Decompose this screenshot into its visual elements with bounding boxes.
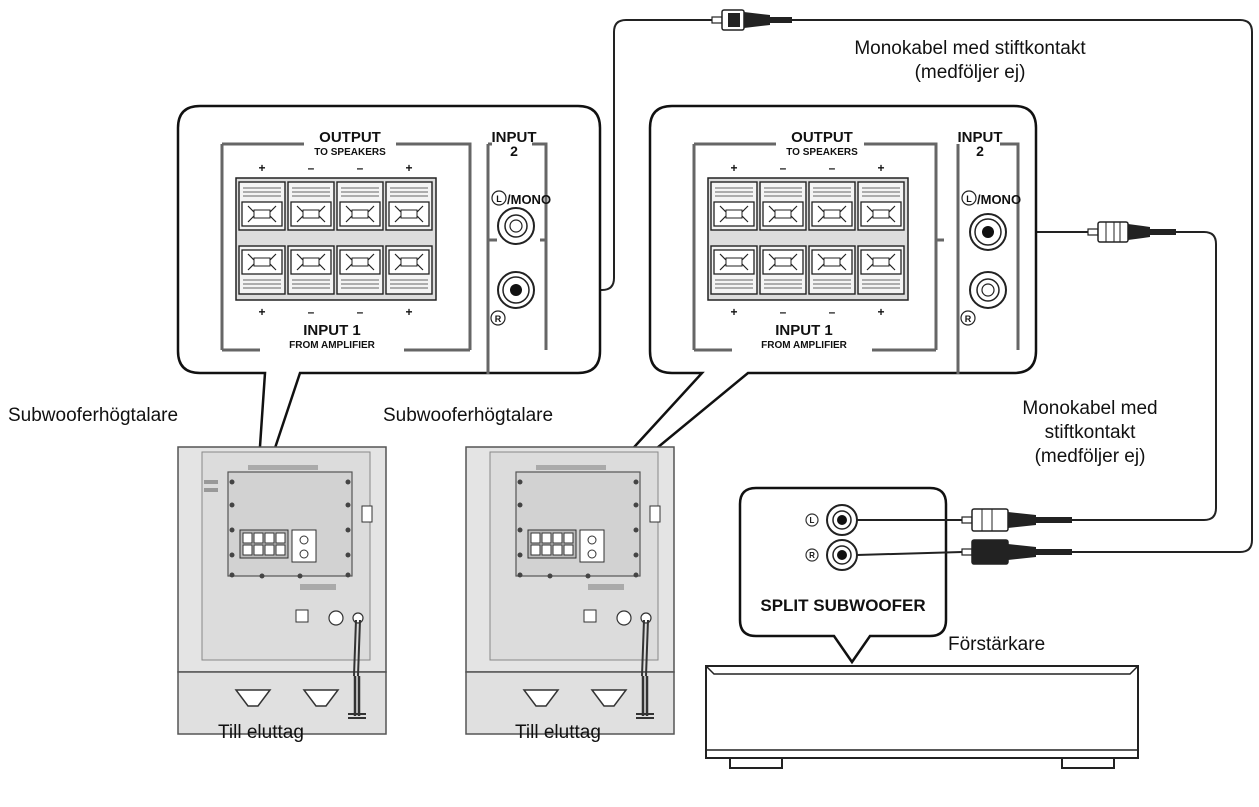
input2-title: INPUT (958, 129, 1003, 146)
cable-label-right-line1: Monokabel med (1022, 398, 1158, 419)
panel-text-left: OUTPUT TO SPEAKERS + – – + + – – + INPUT… (258, 129, 551, 351)
subwoofer-right-label: Subwooferhögtalare (383, 405, 554, 426)
amplifier (705, 665, 1139, 769)
sign: + (405, 305, 412, 319)
sign: + (258, 305, 265, 319)
sign: – (308, 161, 315, 175)
rca-plug-amp-r (961, 539, 1072, 565)
subwoofer-left-label: Subwooferhögtalare (8, 405, 179, 426)
r-marker-left (490, 310, 506, 326)
sign: – (357, 305, 364, 319)
input1-sub: FROM AMPLIFIER (289, 340, 376, 351)
outlet-right-label: Till eluttag (515, 722, 601, 743)
output-sub: TO SPEAKERS (786, 147, 858, 158)
input1-title: INPUT 1 (775, 322, 833, 339)
sign: – (308, 305, 315, 319)
l-marker-left (491, 190, 507, 206)
cable-label-right-line3: (medföljer ej) (1034, 446, 1146, 467)
input1-title: INPUT 1 (303, 322, 361, 339)
jack-r-label: R (965, 314, 972, 324)
jack-mono-label: /MONO (507, 192, 551, 207)
r-marker-right (960, 310, 976, 326)
input1-sub: FROM AMPLIFIER (761, 340, 848, 351)
output-sub: TO SPEAKERS (314, 147, 386, 158)
output-title: OUTPUT (791, 129, 853, 146)
amp-jack-r-label: R (809, 551, 815, 560)
input2-title: INPUT (492, 129, 537, 146)
jack-r-label: R (495, 314, 502, 324)
cable-label-right-line2: stiftkontakt (1044, 422, 1136, 443)
jack-mono-label: /MONO (977, 192, 1021, 207)
cable-label-top-line1: Monokabel med stiftkontakt (854, 38, 1086, 59)
callout-panel-left (176, 104, 602, 506)
amp-jack-l[interactable] (826, 504, 858, 536)
sign: – (780, 305, 787, 319)
cable-label-top-line2: (medföljer ej) (914, 62, 1026, 83)
amp-jack-r[interactable] (826, 539, 858, 571)
sign: – (780, 161, 787, 175)
rca-plug-amp-l (961, 508, 1072, 532)
sign: – (357, 161, 364, 175)
sign: + (258, 161, 265, 175)
input2-num: 2 (510, 143, 518, 159)
subwoofer-left (177, 446, 387, 735)
sign: + (405, 161, 412, 175)
jack-r-left[interactable] (497, 271, 535, 309)
rca-plug-top (711, 9, 792, 31)
sign: + (877, 305, 884, 319)
sign: + (877, 161, 884, 175)
sign: – (829, 305, 836, 319)
sign: + (730, 305, 737, 319)
amplifier-callout (738, 486, 963, 665)
subwoofer-right (465, 446, 675, 735)
jack-r-right[interactable] (969, 271, 1007, 309)
cable-top (538, 19, 1253, 553)
panel-text-right: OUTPUT TO SPEAKERS + – – + + – – + INPUT… (730, 129, 1021, 351)
sign: – (829, 161, 836, 175)
cable-label-top: Monokabel med stiftkontakt (medföljer ej… (850, 38, 1090, 84)
jack-lmono-left[interactable] (497, 207, 535, 245)
split-subwoofer-title: SPLIT SUBWOOFER (760, 596, 925, 615)
jack-lmono-right[interactable] (969, 213, 1007, 251)
input2-num: 2 (976, 143, 984, 159)
callout-panel-right (559, 104, 1038, 529)
cable-label-right: Monokabel med stiftkontakt (medföljer ej… (1010, 398, 1170, 468)
amp-panel-text: L R SPLIT SUBWOOFER (760, 516, 925, 615)
jack-l-label: L (966, 194, 972, 204)
amp-jack-l-label: L (810, 516, 815, 525)
jack-l-label: L (496, 194, 502, 204)
amplifier-label: Förstärkare (948, 634, 1046, 655)
output-title: OUTPUT (319, 129, 381, 146)
l-marker-right (961, 190, 977, 206)
sign: + (730, 161, 737, 175)
rca-plug-right (1087, 221, 1176, 243)
outlet-left-label: Till eluttag (218, 722, 304, 743)
